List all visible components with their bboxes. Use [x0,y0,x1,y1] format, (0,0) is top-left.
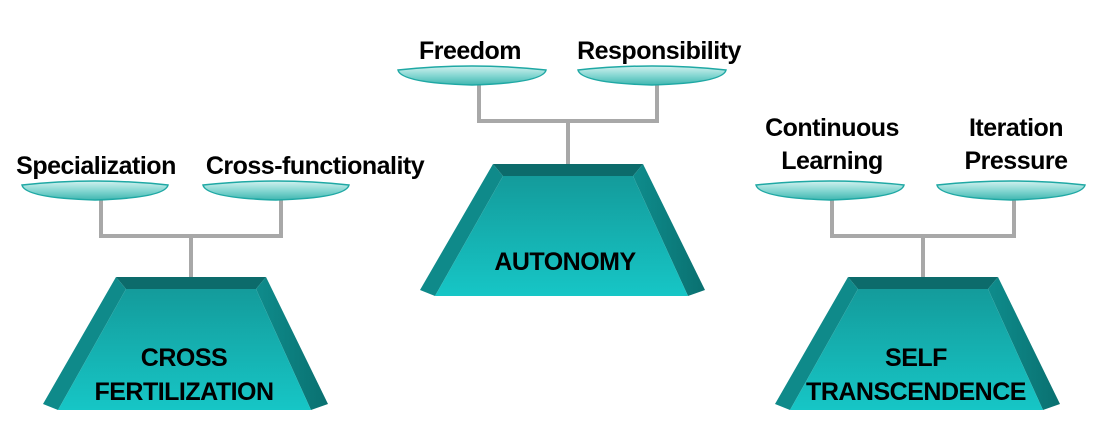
svg-text:Freedom: Freedom [419,37,521,65]
base-label-cross-line2: FERTILIZATION [94,378,273,406]
pan-label-responsibility: Responsibility [577,37,741,65]
pan-label-learning: Learning [781,147,883,175]
pan-responsibility [577,65,727,86]
balance-self-transcendence: Continuous Learning Iteration Pressure S… [755,114,1086,410]
svg-text:Continuous: Continuous [765,114,899,142]
pan-label-continuous: Continuous [765,114,899,142]
pan-label-iteration: Iteration [969,114,1063,142]
pan-label-freedom: Freedom [419,37,521,65]
svg-text:Pressure: Pressure [964,147,1068,175]
base-autonomy [420,164,705,296]
svg-text:AUTONOMY: AUTONOMY [494,248,636,276]
beam-autonomy [477,84,659,172]
svg-text:FERTILIZATION: FERTILIZATION [94,378,273,406]
pan-label-specialization: Specialization [16,152,176,180]
svg-text:TRANSCENDENCE: TRANSCENDENCE [806,378,1026,406]
svg-text:Responsibility: Responsibility [577,37,741,65]
pan-continuous-learning [755,180,905,201]
base-cross-fertilization [43,277,328,410]
beam-cross-fertilization [99,198,283,284]
svg-text:Specialization: Specialization [16,152,176,180]
pan-iteration-pressure [936,180,1086,201]
pan-freedom [397,65,547,86]
pan-cross-functionality [202,180,350,201]
base-self-transcendence [775,277,1060,410]
balance-autonomy: Freedom Responsibility AUTONOMY [397,37,742,296]
pan-label-cross-functionality: Cross-functionality [206,152,425,180]
base-label-self-line1: SELF [885,344,947,372]
pan-specialization [21,180,169,201]
base-label-self-line2: TRANSCENDENCE [806,378,1026,406]
svg-text:Learning: Learning [781,147,883,175]
pan-label-pressure: Pressure [964,147,1068,175]
base-label-cross-line1: CROSS [141,344,227,372]
svg-text:Cross-functionality: Cross-functionality [206,152,425,180]
balance-cross-fertilization: Specialization Cross-functionality CROSS… [16,152,425,410]
svg-text:Iteration: Iteration [969,114,1063,142]
base-label-autonomy: AUTONOMY [494,248,636,276]
beam-self-transcendence [830,198,1016,284]
svg-text:SELF: SELF [885,344,947,372]
svg-text:CROSS: CROSS [141,344,227,372]
